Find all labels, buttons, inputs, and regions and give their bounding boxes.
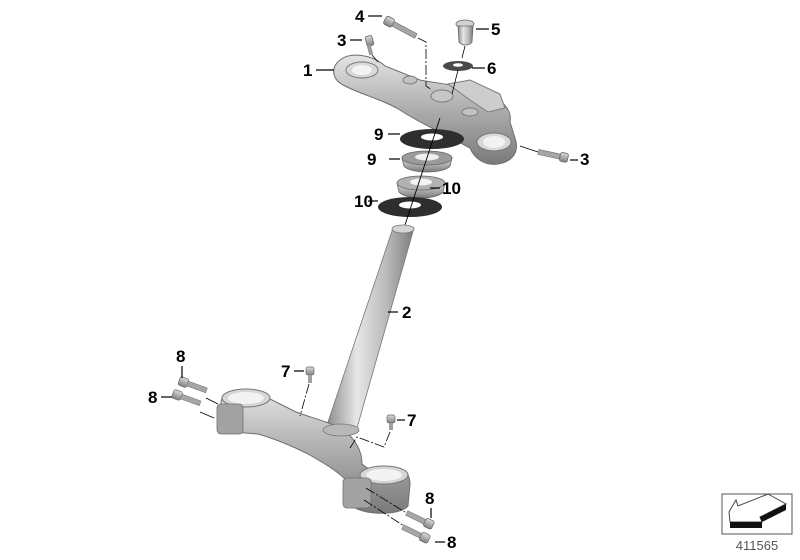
screw-3-upper [364, 35, 379, 63]
diagram-reference-number: 411565 [735, 538, 779, 553]
upper-fork-bridge [333, 54, 517, 165]
callout-8-right-top: 8 [425, 489, 435, 508]
bearing-10-lower [396, 175, 446, 199]
callout-6: 6 [487, 59, 497, 78]
bearing-10-upper [401, 150, 453, 173]
callout-10-lower: 10 [442, 179, 461, 198]
callout-9-lower: 10 [354, 192, 373, 211]
callout-10-upper: 9 [367, 150, 377, 169]
dust-seal-9-lower [378, 197, 442, 217]
callout-1: 1 [303, 61, 313, 80]
callout-8-left-top: 8 [176, 347, 186, 366]
callout-7-left: 7 [281, 362, 291, 381]
clamp-bolts-left [171, 376, 219, 419]
callout-4: 4 [355, 7, 365, 26]
callout-8-right-bottom: 8 [447, 533, 457, 552]
steering-stem-tube [325, 224, 415, 429]
callout-8-left-bottom: 8 [148, 388, 158, 407]
callout-3-right: 3 [580, 150, 590, 169]
callout-9-upper: 9 [374, 125, 384, 144]
assembly-axis-upper [403, 117, 441, 229]
callout-3-upper: 3 [337, 31, 347, 50]
bushing-5 [455, 19, 475, 59]
screw-7-right [349, 414, 396, 449]
leader-lines [161, 15, 578, 543]
direction-arrow-icon [721, 493, 793, 535]
clamp-bolts-right [363, 487, 435, 544]
callout-7-right: 7 [407, 411, 417, 430]
callout-2: 2 [402, 303, 412, 322]
callout-5: 5 [491, 20, 501, 39]
lower-fork-bridge [216, 388, 411, 514]
washer-6 [443, 61, 473, 95]
screw-7-left [299, 366, 315, 417]
dust-seal-9-upper [400, 129, 464, 149]
bolt-4 [383, 15, 433, 91]
screw-3-right [519, 145, 569, 163]
